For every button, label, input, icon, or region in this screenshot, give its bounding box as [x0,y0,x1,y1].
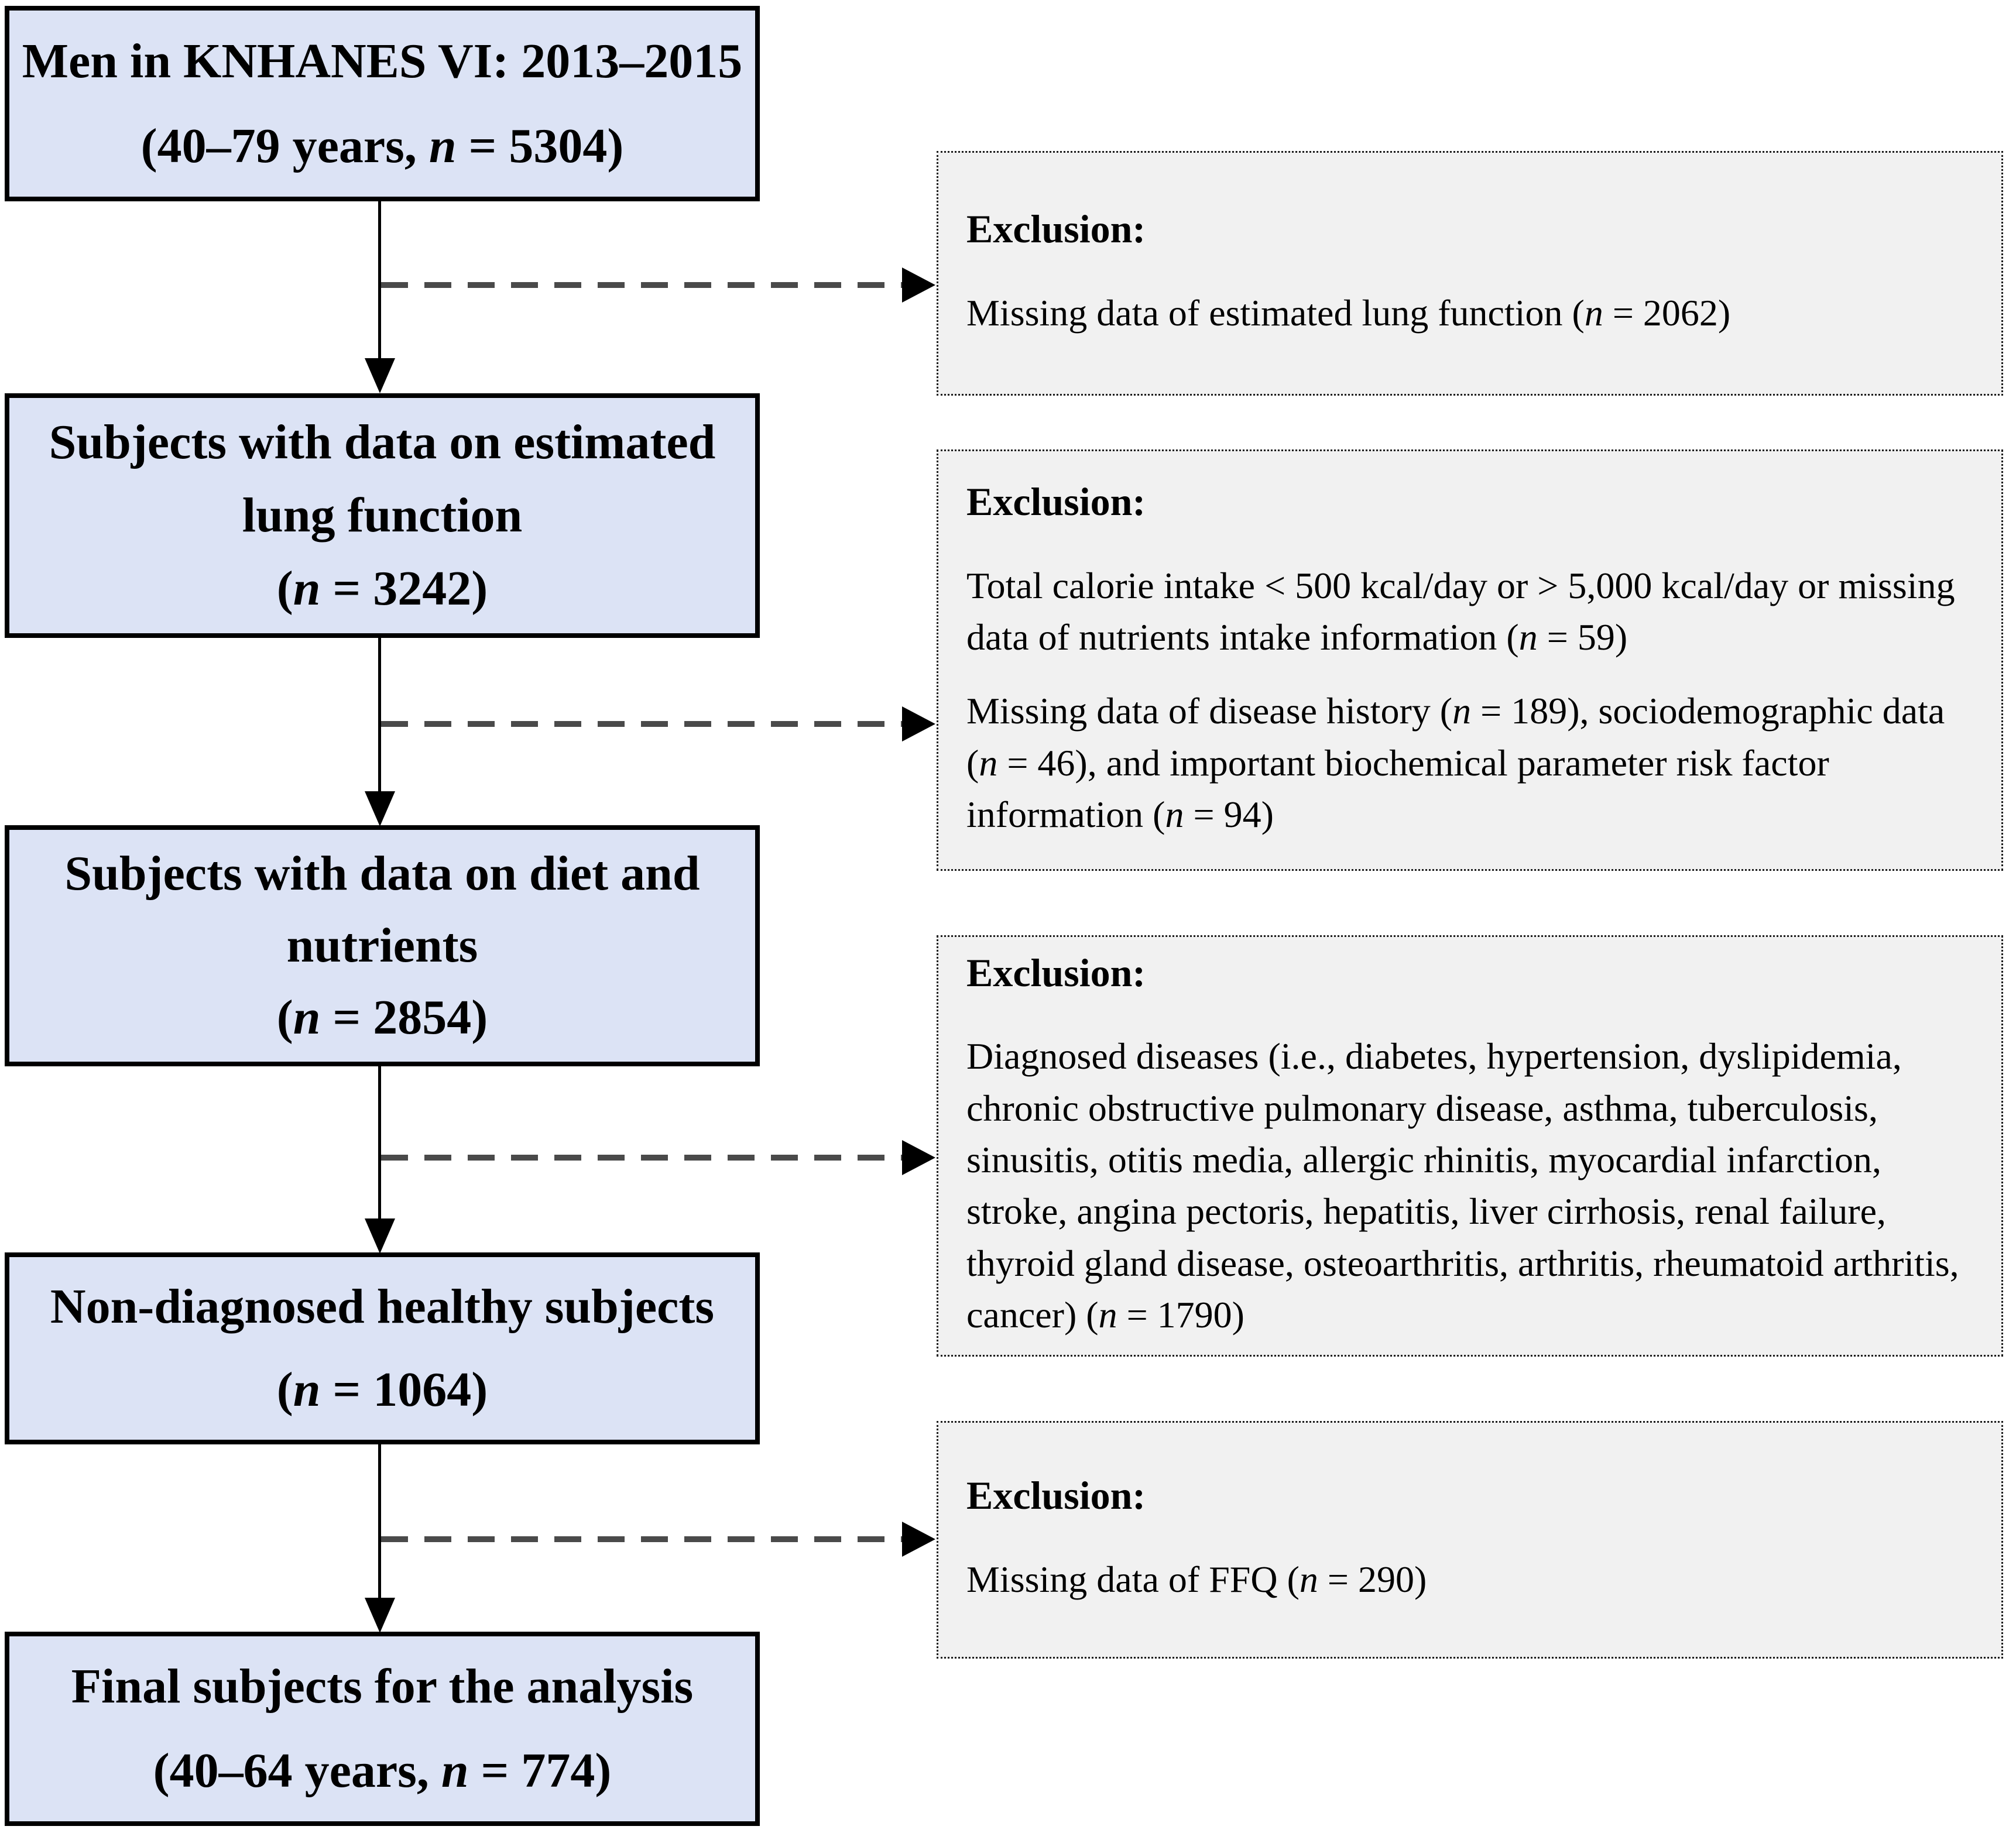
arrowhead-right-icon [902,706,935,742]
exclusion-text: Missing data of FFQ (n = 290) [966,1559,1427,1601]
flow-box-line: Subjects with data on estimated [49,415,716,470]
arrow-line [378,1066,381,1221]
flow-box-line: Non-diagnosed healthy subjects [50,1279,715,1334]
flow-box-diet-nutrients-data: Subjects with data on diet and nutrients… [5,825,760,1066]
dashed-line [381,282,902,288]
flow-box-line: (n = 2854) [276,990,488,1045]
exclusion-title: Exclusion: [966,479,1146,524]
exclusion-box-2: Exclusion: Total calorie intake < 500 kc… [937,449,2003,871]
exclusion-box-4: Exclusion: Missing data of FFQ (n = 290) [937,1421,2003,1659]
exclusion-title: Exclusion: [966,207,1146,252]
flow-box-line: lung function [242,488,523,543]
exclusion-text: Diagnosed diseases (i.e., diabetes, hype… [966,1035,1959,1336]
flow-box-population: Men in KNHANES VI: 2013–2015 (40–79 year… [5,6,760,201]
exclusion-text: Missing data of estimated lung function … [966,292,1731,334]
arrowhead-down-icon [365,791,395,826]
flow-box-line: (40–64 years, n = 774) [153,1743,612,1798]
flow-box-line: Subjects with data on diet and [64,846,700,901]
exclusion-title: Exclusion: [966,950,1146,995]
flow-box-line: Men in KNHANES VI: 2013–2015 [22,33,743,88]
flow-box-line: Final subjects for the analysis [71,1659,694,1714]
arrowhead-down-icon [365,1598,395,1633]
exclusion-title: Exclusion: [966,1473,1146,1518]
exclusion-text: Total calorie intake < 500 kcal/day or >… [966,564,1955,658]
flow-box-line: (n = 1064) [276,1362,488,1417]
arrow-line [378,638,381,794]
arrow-line [378,1444,381,1601]
arrow-line [378,200,381,361]
flow-box-lung-function-data: Subjects with data on estimated lung fun… [5,393,760,638]
arrowhead-right-icon [902,267,935,303]
dashed-line [381,1155,902,1161]
exclusion-box-3: Exclusion: Diagnosed diseases (i.e., dia… [937,935,2003,1357]
arrowhead-down-icon [365,358,395,393]
arrowhead-down-icon [365,1218,395,1254]
dashed-line [381,721,902,727]
dashed-line [381,1536,902,1542]
flow-box-line: (40–79 years, n = 5304) [140,118,624,173]
flow-box-line: (n = 3242) [276,561,488,616]
flow-box-line: nutrients [286,918,478,973]
flow-box-healthy-subjects: Non-diagnosed healthy subjects (n = 1064… [5,1252,760,1444]
exclusion-box-1: Exclusion: Missing data of estimated lun… [937,151,2003,396]
exclusion-text: Missing data of disease history (n = 189… [966,690,1945,835]
flow-box-final-subjects: Final subjects for the analysis (40–64 y… [5,1632,760,1826]
arrowhead-right-icon [902,1140,935,1175]
arrowhead-right-icon [902,1522,935,1557]
